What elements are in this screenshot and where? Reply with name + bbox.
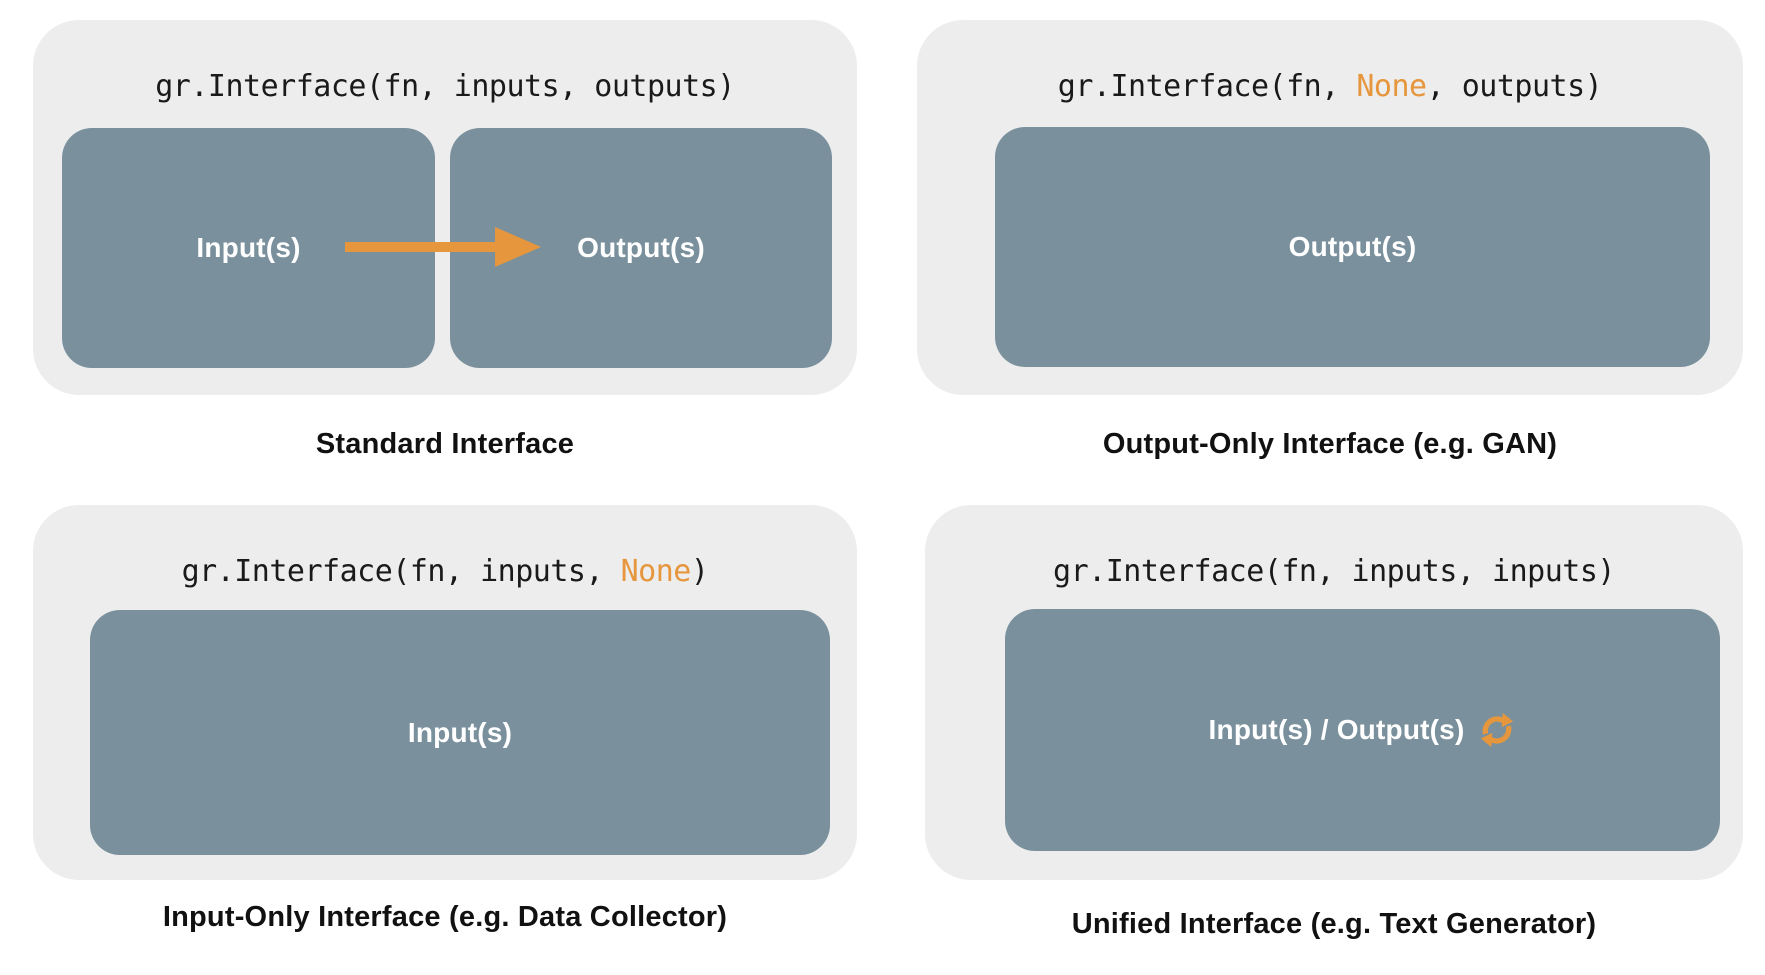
code-line-input-only: gr.Interface(fn, inputs, None)	[33, 555, 857, 589]
code-segment-none-highlight: None	[1356, 69, 1427, 104]
input-box: Input(s)	[90, 610, 830, 855]
sync-icon	[1481, 712, 1514, 748]
arrow-right-icon	[345, 227, 541, 267]
code-line-standard: gr.Interface(fn, inputs, outputs)	[33, 70, 857, 104]
code-segment: gr.Interface(fn, inputs, inputs)	[1053, 554, 1615, 589]
caption-input-only-interface: Input-Only Interface (e.g. Data Collecto…	[162, 901, 728, 933]
output-box-label: Output(s)	[1288, 231, 1417, 262]
input-output-box: Input(s) / Output(s)	[1005, 609, 1720, 851]
input-output-box-label: Input(s) / Output(s)	[1208, 714, 1465, 745]
panel-standard-interface: gr.Interface(fn, inputs, outputs) Input(…	[33, 20, 857, 395]
code-segment: gr.Interface(fn,	[1057, 69, 1357, 104]
caption-output-only-interface: Output-Only Interface (e.g. GAN)	[1102, 428, 1558, 460]
caption-unified-interface: Unified Interface (e.g. Text Generator)	[1071, 908, 1597, 940]
panel-unified-interface: gr.Interface(fn, inputs, inputs) Input(s…	[925, 505, 1743, 880]
input-box-label: Input(s)	[407, 716, 513, 748]
code-line-output-only: gr.Interface(fn, None, outputs)	[917, 70, 1743, 104]
caption-standard-interface: Standard Interface	[315, 428, 575, 460]
code-segment: gr.Interface(fn, inputs,	[181, 554, 621, 589]
output-box-label: Output(s)	[577, 232, 705, 263]
code-segment: , outputs)	[1426, 69, 1603, 104]
panel-output-only-interface: gr.Interface(fn, None, outputs) Output(s…	[917, 20, 1743, 395]
input-box-label: Input(s)	[196, 232, 301, 263]
code-segment: )	[690, 554, 709, 589]
code-segment-none-highlight: None	[620, 554, 692, 589]
code-segment: gr.Interface(fn, inputs, outputs)	[155, 69, 735, 104]
code-line-unified: gr.Interface(fn, inputs, inputs)	[925, 555, 1743, 589]
output-box: Output(s)	[995, 127, 1710, 367]
panel-input-only-interface: gr.Interface(fn, inputs, None) Input(s)	[33, 505, 857, 880]
